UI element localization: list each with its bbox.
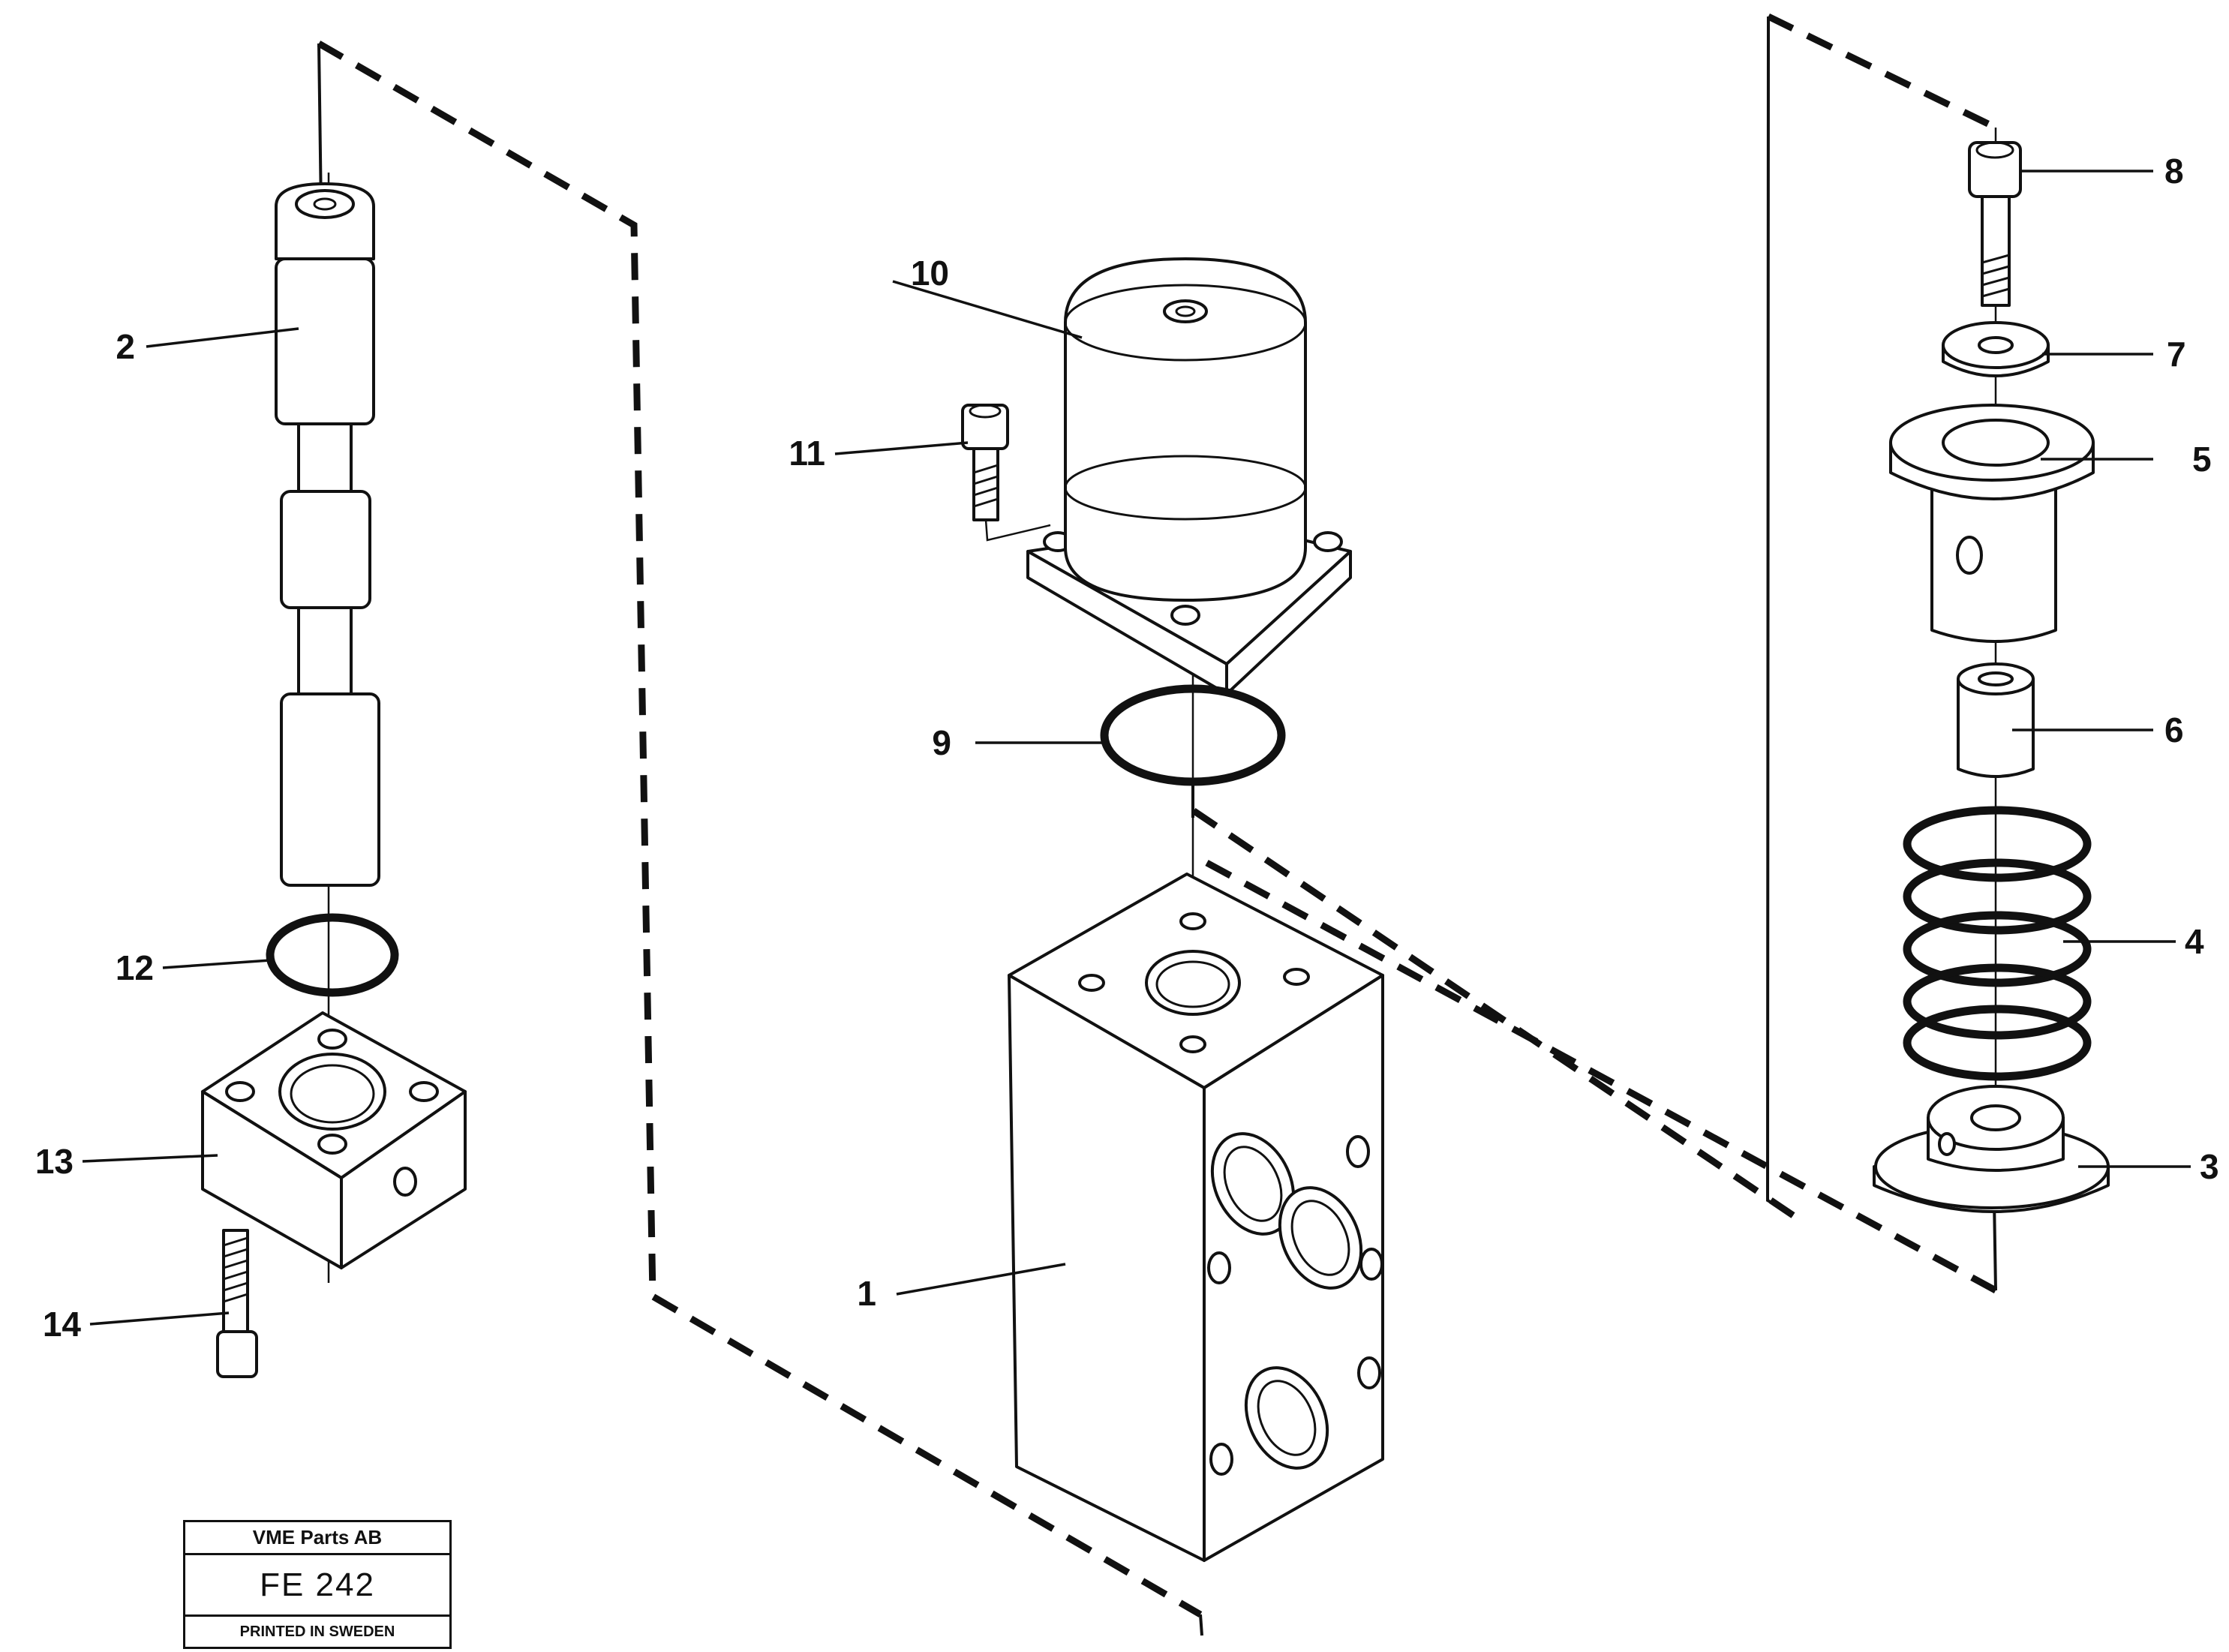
callout-leaders: [82, 170, 2191, 1326]
part-2-spool: [275, 182, 380, 887]
callout-4: 4: [2185, 922, 2204, 961]
callout-13: 13: [35, 1142, 74, 1181]
part-5-spring-cap: [1889, 404, 2095, 643]
callout-9: 9: [932, 723, 951, 762]
part-14-screw: [216, 1229, 258, 1378]
part-4-spring: [1903, 806, 2092, 1081]
part-12-o-ring: [266, 913, 399, 997]
title-block-code: FE 242: [185, 1555, 449, 1617]
callout-5: 5: [2192, 440, 2212, 479]
callout-2: 2: [116, 327, 135, 366]
part-8-bolt: [1968, 141, 2022, 307]
part-9-o-ring: [1100, 684, 1286, 786]
callout-12: 12: [116, 948, 154, 987]
part-6-sleeve: [1957, 662, 2035, 778]
callout-3: 3: [2200, 1147, 2219, 1186]
callout-numbers: 1 2 3 4 5 6 7 8 9 10 11 12 13 14: [35, 152, 2219, 1344]
callout-6: 6: [2164, 710, 2184, 749]
title-block-company: VME Parts AB: [185, 1522, 449, 1555]
callout-7: 7: [2167, 335, 2186, 374]
part-3-spring-seat: [1873, 1085, 2110, 1213]
title-block: VME Parts AB FE 242 PRINTED IN SWEDEN: [183, 1520, 452, 1649]
callout-10: 10: [911, 254, 949, 293]
assembly-dashed-lines: [317, 13, 1998, 1636]
callout-14: 14: [43, 1305, 82, 1344]
part-1-valve-body: [1008, 873, 1384, 1562]
callout-8: 8: [2164, 152, 2184, 191]
part-10-solenoid: [1026, 257, 1352, 695]
part-7-washer: [1942, 321, 2050, 377]
callout-1: 1: [857, 1274, 876, 1313]
part-13-cover-block: [201, 1011, 467, 1269]
callout-11: 11: [789, 434, 825, 473]
title-block-printed: PRINTED IN SWEDEN: [239, 1623, 395, 1640]
part-11-screw: [961, 404, 1051, 542]
